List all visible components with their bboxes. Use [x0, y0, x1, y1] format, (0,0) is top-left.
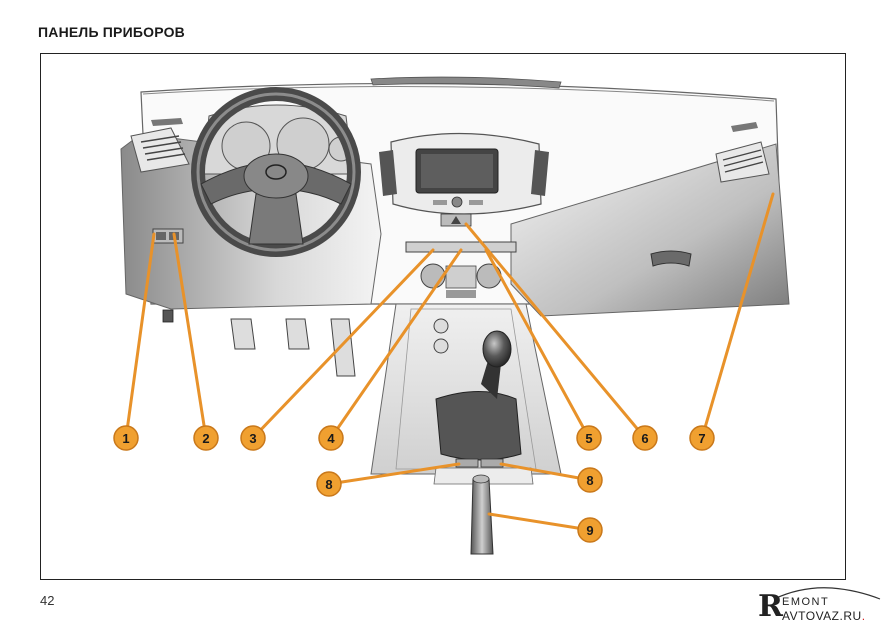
- callout-2: 2: [193, 425, 219, 451]
- watermark-domain: AVTOVAZ.RU: [782, 609, 862, 623]
- watermark-initial: R: [758, 589, 783, 624]
- watermark-dot: .: [861, 609, 866, 623]
- callout-8-right: 8: [577, 467, 603, 493]
- callout-1: 1: [113, 425, 139, 451]
- dashboard-illustration: 1 2 3 4 5 6 7 8: [40, 53, 846, 580]
- dashboard-drawing: 1 2 3 4 5 6 7 8: [113, 76, 790, 555]
- callout-9-label: 9: [586, 523, 593, 538]
- callout-5: 5: [576, 425, 602, 451]
- car-arc-icon: [773, 587, 881, 600]
- callout-8-left: 8: [316, 471, 342, 497]
- watermark-logo: R EMONT AVTOVAZ.RU.: [752, 586, 888, 626]
- watermark-top-text: EMONT: [782, 596, 830, 608]
- callout-6: 6: [632, 425, 658, 451]
- callout-3-label: 3: [249, 431, 256, 446]
- callout-3: 3: [240, 425, 266, 451]
- callout-8-right-label: 8: [586, 473, 593, 488]
- callout-6-label: 6: [641, 431, 648, 446]
- watermark-bottom-text: AVTOVAZ.RU.: [782, 609, 866, 623]
- callout-7-label: 7: [698, 431, 705, 446]
- page-title: ПАНЕЛЬ ПРИБОРОВ: [38, 24, 185, 40]
- callout-2-label: 2: [202, 431, 209, 446]
- callout-1-label: 1: [122, 431, 129, 446]
- callout-8-left-label: 8: [325, 477, 332, 492]
- callout-5-label: 5: [585, 431, 592, 446]
- callout-7: 7: [689, 425, 715, 451]
- callout-4: 4: [318, 425, 344, 451]
- callout-9: 9: [577, 517, 603, 543]
- callout-4-label: 4: [327, 431, 335, 446]
- page-number: 42: [40, 593, 55, 608]
